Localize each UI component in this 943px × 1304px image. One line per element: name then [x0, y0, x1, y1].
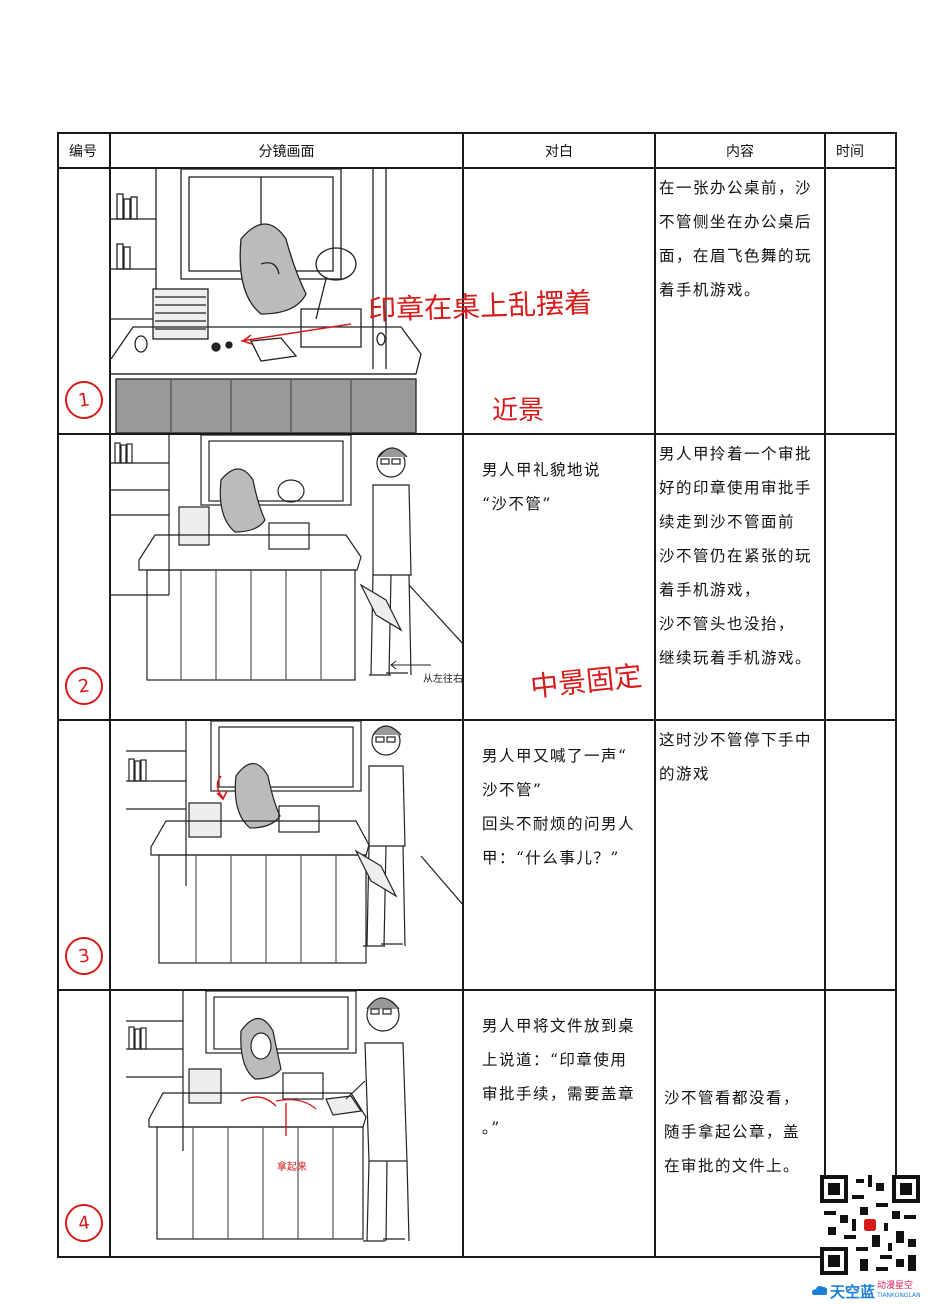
- shot-number-mark: 4: [62, 1201, 106, 1245]
- dialog-text: [464, 169, 654, 187]
- table-row: 4: [57, 989, 897, 1258]
- content-cell: 男人甲拎着一个审批好的印章使用审批手续走到沙不管面前沙不管仍在紧张的玩着手机游戏…: [654, 433, 826, 721]
- dialog-line: 上说道：“印章使用: [482, 1051, 628, 1069]
- qr-code-image: [820, 1175, 920, 1275]
- content-line: 着手机游戏，: [659, 581, 762, 599]
- content-text: 这时沙不管停下手中的游戏: [656, 721, 824, 791]
- dialog-line: “沙不管”: [482, 495, 552, 513]
- table-row: 3: [57, 719, 897, 991]
- frame-cell: [109, 989, 464, 1258]
- header-time: 时间: [824, 132, 897, 169]
- header-row: 编号 分镜画面 对白 内容 时间: [57, 132, 897, 169]
- sketch-image-stamping: [126, 992, 410, 1242]
- dialog-cell: 男人甲礼貌地说 “沙不管”: [462, 433, 656, 721]
- number-cell: 2: [57, 433, 111, 721]
- frame-cell: [109, 167, 464, 435]
- content-line: 续走到沙不管面前: [659, 513, 796, 531]
- content-text: 沙不管看都没看， 随手拿起公章，盖在审批的文件上。: [656, 991, 824, 1183]
- content-text: 在一张办公桌前，沙不管侧坐在办公桌后面，在眉飞色舞的玩着手机游戏。: [656, 169, 824, 307]
- dialog-line: 甲：“什么事儿？”: [482, 849, 620, 867]
- dialog-line: 男人甲又喊了一声“: [482, 747, 628, 765]
- dialog-line: 。”: [482, 1119, 501, 1137]
- logo-sub: 动漫星空 TIANKONGLAN: [877, 1282, 921, 1300]
- content-line: 在审批的文件上。: [664, 1157, 801, 1175]
- content-line: 在一张办公桌前，沙: [659, 179, 813, 197]
- dialog-text: 男人甲又喊了一声“ 沙不管” 回头不耐烦的问男人甲：“什么事儿？”: [464, 721, 654, 875]
- content-cell: 沙不管看都没看， 随手拿起公章，盖在审批的文件上。: [654, 989, 826, 1258]
- header-dialog: 对白: [462, 132, 656, 169]
- number-cell: 4: [57, 989, 111, 1258]
- annotation-left-to-right: 从左往右: [423, 674, 463, 685]
- content-line: 继续玩着手机游戏。: [659, 649, 813, 667]
- content-line: 沙不管头也没抬，: [659, 615, 796, 633]
- sketch-image-office-desk: [112, 170, 422, 432]
- content-line: 沙不管看都没看，: [664, 1089, 801, 1107]
- dialog-text: 男人甲将文件放到桌上说道：“印章使用审批手续，需要盖章。”: [464, 991, 654, 1145]
- table-row: 2: [57, 433, 897, 721]
- time-cell: [824, 167, 897, 435]
- number-cell: 3: [57, 719, 111, 991]
- header-number: 编号: [57, 132, 111, 169]
- content-cell: 在一张办公桌前，沙不管侧坐在办公桌后面，在眉飞色舞的玩着手机游戏。: [654, 167, 826, 435]
- annotation-pick-up: 拿起来: [277, 1162, 307, 1173]
- number-cell: 1: [57, 167, 111, 435]
- content-line: 的游戏: [659, 765, 711, 783]
- table-row: 1: [57, 167, 897, 435]
- frame-cell: [109, 433, 464, 721]
- content-line: 好的印章使用审批手: [659, 479, 813, 497]
- header-content: 内容: [654, 132, 826, 169]
- frame-cell: [109, 719, 464, 991]
- header-frame: 分镜画面: [109, 132, 464, 169]
- content-line: 这时沙不管停下手中: [659, 731, 813, 749]
- logo-main-text: 天空蓝: [830, 1282, 876, 1301]
- content-cell: 这时沙不管停下手中的游戏: [654, 719, 826, 991]
- dialog-cell: 男人甲又喊了一声“ 沙不管” 回头不耐烦的问男人甲：“什么事儿？”: [462, 719, 656, 991]
- storyboard-table: 编号 分镜画面 对白 内容 时间 1: [57, 132, 897, 1258]
- content-text: 男人甲拎着一个审批好的印章使用审批手续走到沙不管面前沙不管仍在紧张的玩着手机游戏…: [656, 435, 824, 675]
- content-line: 不管侧坐在办公桌后: [659, 213, 813, 231]
- content-line: 面，在眉飞色舞的玩: [659, 247, 813, 265]
- content-line: 随手拿起公章，盖: [664, 1123, 801, 1141]
- dialog-cell: [462, 167, 656, 435]
- sketch-image-man-approaches: [112, 436, 461, 681]
- dialog-cell: 男人甲将文件放到桌上说道：“印章使用审批手续，需要盖章。”: [462, 989, 656, 1258]
- dialog-line: 男人甲礼貌地说: [482, 461, 602, 479]
- time-cell: [824, 719, 897, 991]
- content-line: 男人甲拎着一个审批: [659, 445, 813, 463]
- time-cell: [824, 433, 897, 721]
- cloud-icon: [812, 1285, 828, 1295]
- brand-logo: 天空蓝 动漫星空 TIANKONGLAN: [810, 1281, 942, 1301]
- logo-sub-en: TIANKONGLAN: [877, 1292, 921, 1299]
- shot-number-mark: 1: [62, 378, 106, 422]
- sketch-image-woman-turns: [126, 722, 461, 964]
- shot-number-mark: 3: [62, 934, 106, 978]
- dialog-text: 男人甲礼貌地说 “沙不管”: [464, 435, 654, 521]
- dialog-line: 审批手续，需要盖章: [482, 1085, 636, 1103]
- content-line: 沙不管仍在紧张的玩: [659, 547, 813, 565]
- annotation-stamps-scattered: 印章在桌上乱摆着: [367, 286, 593, 327]
- annotation-close-shot: 近景: [492, 396, 545, 426]
- logo-sub-cn: 动漫星空: [877, 1281, 914, 1291]
- content-line: 着手机游戏。: [659, 281, 762, 299]
- dialog-line: 男人甲将文件放到桌: [482, 1017, 636, 1035]
- shot-number-mark: 2: [62, 664, 106, 708]
- dialog-line: 沙不管”: [482, 781, 543, 799]
- dialog-line: 回头不耐烦的问男人: [482, 815, 636, 833]
